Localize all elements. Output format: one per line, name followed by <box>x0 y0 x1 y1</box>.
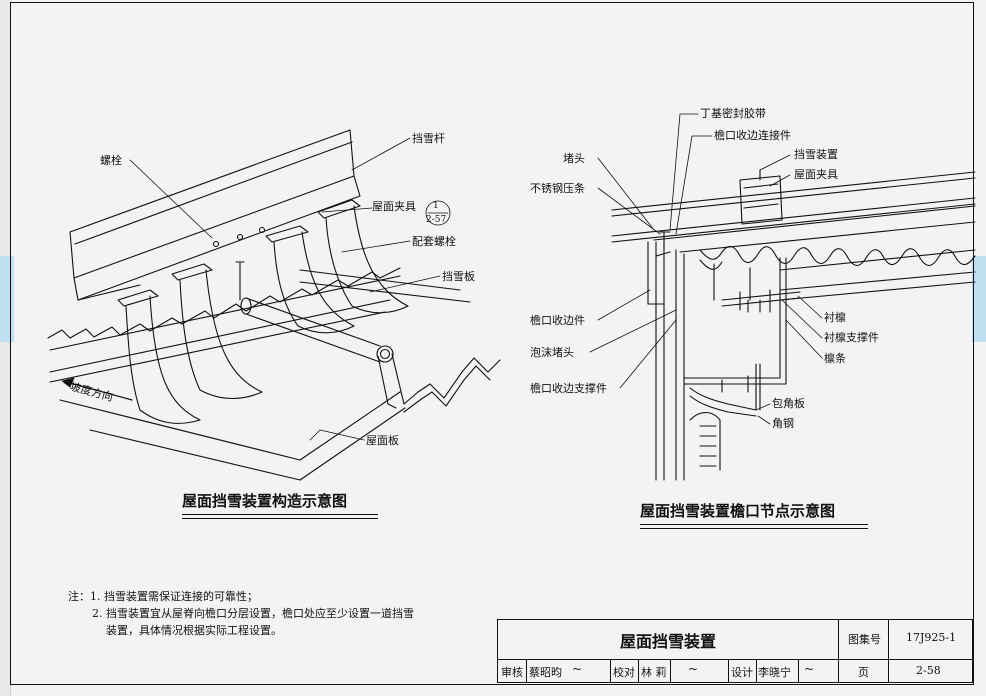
atlas-label: 图集号 <box>848 633 881 646</box>
left-caption-underline <box>182 514 378 515</box>
atlas-value: 17J925-1 <box>906 631 957 644</box>
sign-vline-e <box>728 659 729 682</box>
checker-name: 林 莉 <box>641 666 667 679</box>
roof-panel-drawing <box>47 267 501 481</box>
sheet-title: 屋面挡雪装置 <box>619 631 716 651</box>
label-snow-rod: 挡雪杆 <box>412 132 445 145</box>
note-line-3: 装置，具体情况根据实际工程设置。 <box>106 624 282 637</box>
reviewer-name: 蔡昭昀 <box>529 666 562 679</box>
snow-rod-drawing <box>69 129 361 301</box>
label-ss-strip: 不锈钢压条 <box>530 182 585 195</box>
left-diagram-caption: 屋面挡雪装置构造示意图 <box>182 492 348 510</box>
left-leaders <box>61 137 451 441</box>
check-label: 校对 <box>613 666 635 679</box>
label-eave-connector: 檐口收边连接件 <box>714 129 791 142</box>
designer-name: 李晓宁 <box>758 666 791 679</box>
page-label: 页 <box>858 666 869 679</box>
title-block-vline-1 <box>838 620 839 682</box>
title-block-hline <box>498 659 972 660</box>
label-matching-bolt: 配套螺栓 <box>412 235 456 248</box>
label-corner-wrap: 包角板 <box>772 397 805 410</box>
checker-signature: ~ <box>688 662 699 676</box>
note-line-1: 注：1. 挡雪装置需保证连接的可靠性； <box>68 590 258 603</box>
label-foam-plug: 泡沫堵头 <box>530 346 574 359</box>
right-leaders <box>589 113 823 425</box>
label-angle-steel: 角钢 <box>772 417 794 430</box>
title-block: 屋面挡雪装置 图集号 17J925-1 页 2-58 审核 蔡昭昀 ~ 校对 林… <box>497 619 973 683</box>
label-snow-plate: 挡雪板 <box>442 270 475 283</box>
sign-vline-a <box>526 659 527 682</box>
label-roof-panel: 屋面板 <box>366 434 399 447</box>
review-label: 审核 <box>501 666 523 679</box>
left-caption-underline-thin <box>182 518 378 519</box>
label-roof-clamp-right: 屋面夹具 <box>794 168 838 181</box>
drawing-frame <box>10 2 974 685</box>
page-value: 2-58 <box>916 664 941 677</box>
right-edge-tab <box>972 256 986 342</box>
label-liner-purlin-support: 衬檩支撑件 <box>824 331 879 344</box>
label-snow-device: 挡雪装置 <box>794 148 838 161</box>
eave-node-drawing <box>611 169 976 481</box>
sign-vline-b <box>610 659 611 682</box>
label-liner-purlin: 衬檩 <box>824 311 846 324</box>
label-purlin: 檩条 <box>824 352 846 365</box>
label-eave-support: 檐口收边支撑件 <box>530 382 607 395</box>
sign-vline-c <box>638 659 639 682</box>
label-eave-trim: 檐口收边件 <box>530 314 585 327</box>
label-bolt: 螺栓 <box>100 154 122 167</box>
label-butyl-tape: 丁基密封胶带 <box>700 107 766 120</box>
label-end-plug: 堵头 <box>563 152 585 165</box>
detail-ref-bottom: 2-57 <box>426 215 447 225</box>
note-line-2: 2. 挡雪装置宜从屋脊向檐口分层设置，檐口处应至少设置一道挡雪 <box>92 607 414 620</box>
notes-block: 注：1. 挡雪装置需保证连接的可靠性； 2. 挡雪装置宜从屋脊向檐口分层设置，檐… <box>68 588 414 639</box>
reviewer-signature: ~ <box>572 662 583 676</box>
right-caption-underline-thin <box>640 528 868 529</box>
title-block-vline-2 <box>888 620 889 682</box>
snow-plates-drawing <box>117 199 409 424</box>
design-label: 设计 <box>731 666 753 679</box>
sign-vline-d <box>670 659 671 682</box>
sign-vline-f <box>756 659 757 682</box>
right-diagram-caption: 屋面挡雪装置檐口节点示意图 <box>640 502 836 520</box>
sign-vline-g <box>798 659 799 682</box>
label-roof-clamp-left: 屋面夹具 <box>372 200 416 213</box>
detail-ref-top: 1 <box>433 201 439 211</box>
designer-signature: ~ <box>804 662 815 676</box>
right-caption-underline <box>640 524 868 525</box>
